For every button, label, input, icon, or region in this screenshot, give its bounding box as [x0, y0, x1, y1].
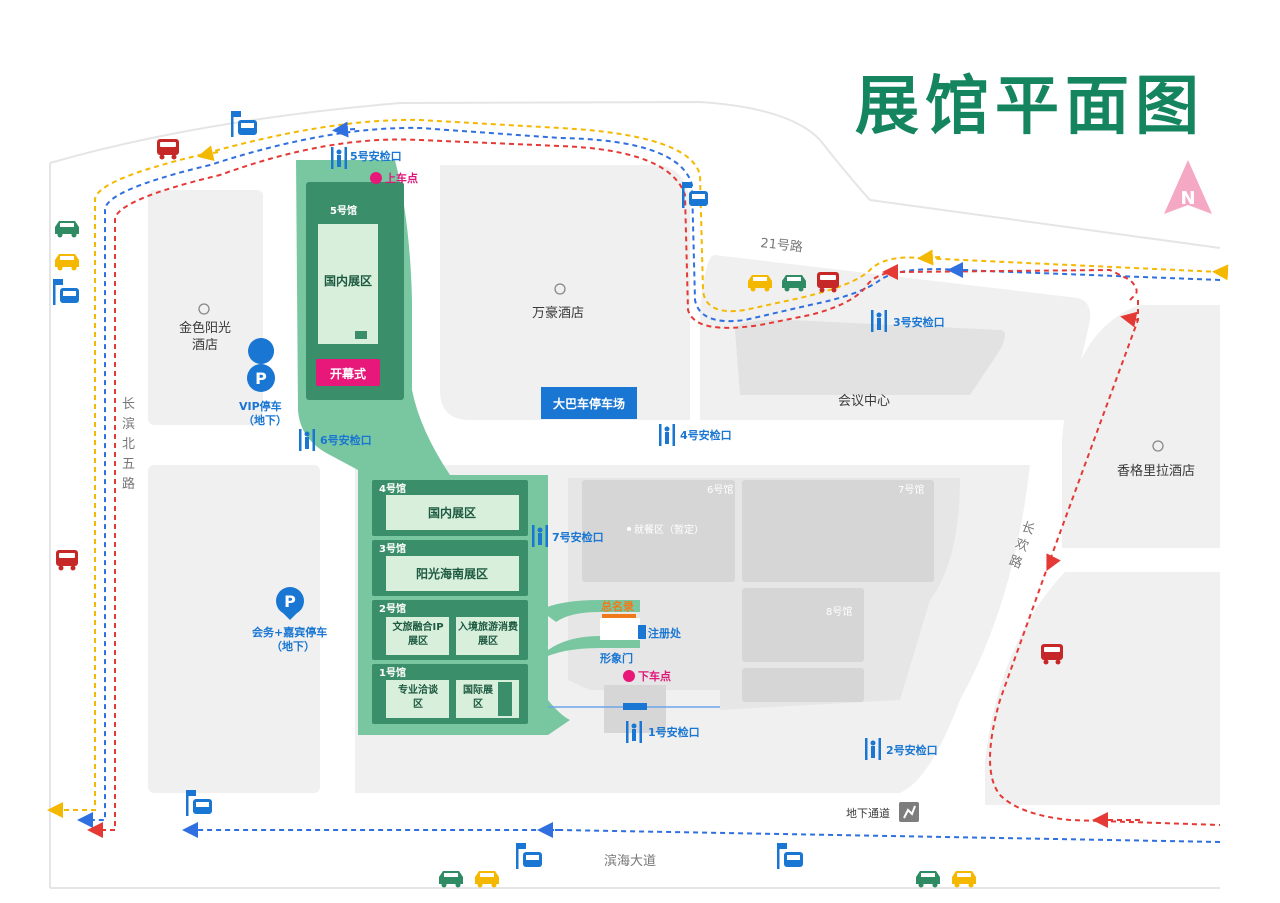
- hall-7-label: 7号馆: [898, 483, 924, 496]
- hall-6-label: 6号馆: [707, 483, 733, 496]
- checkpoint-3-label: 3号安检口: [893, 315, 945, 329]
- bus-icon: [157, 139, 179, 160]
- checkpoint-6-label: 6号安检口: [320, 433, 372, 447]
- hall-4-label: 4号馆: [379, 482, 406, 495]
- bus-stop-icon: [186, 790, 212, 816]
- road-21-label: 21号路: [760, 235, 804, 255]
- checkpoint-2[interactable]: 2号安检口: [865, 738, 938, 760]
- dropoff-label: 下车点: [638, 669, 671, 683]
- checkpoint-7[interactable]: 7号安检口: [532, 525, 604, 547]
- vip-parking-icon: P: [255, 369, 267, 388]
- dining-area-label: 就餐区（暂定）: [634, 523, 704, 536]
- hall-1-label: 1号馆: [379, 666, 406, 679]
- taxi-icon: [475, 871, 499, 888]
- image-gate-label: 形象门: [600, 651, 633, 665]
- taxi-icon: [952, 871, 976, 888]
- hotel-xianggelila-label: 香格里拉酒店: [1117, 463, 1195, 479]
- compass-north-label: N: [1180, 188, 1195, 209]
- taxi-icon: [55, 221, 79, 238]
- checkpoint-5-label: 5号安检口: [350, 149, 402, 163]
- hall-1-zone-b: 国际展区: [463, 685, 493, 710]
- vip-parking-label: VIP停车: [239, 399, 282, 413]
- underpass-label: 地下通道: [846, 806, 890, 820]
- routes: [47, 118, 1229, 843]
- vip-parking[interactable]: P VIP停车 （地下）: [239, 338, 287, 427]
- pickup-label: 上车点: [385, 171, 418, 185]
- map-title: 展馆平面图: [855, 70, 1205, 144]
- bus-parking-label: 大巴车停车场: [553, 396, 625, 411]
- hall-2-zone-b: 入境旅游消费展区: [458, 622, 518, 647]
- conference-center-label: 会议中心: [838, 394, 890, 409]
- taxi-icon: [55, 254, 79, 271]
- registration-label: 注册处: [648, 626, 682, 640]
- taxi-icon: [439, 871, 463, 888]
- checkpoint-1-label: 1号安检口: [648, 725, 700, 739]
- hotel-jinse-label: 金色阳光酒店: [178, 321, 231, 353]
- road-binhai-label: 滨海大道: [604, 853, 656, 869]
- bus-stop-icon: [777, 843, 803, 869]
- hall-1-zone-a: 专业洽谈区: [398, 685, 438, 710]
- guest-parking-label: 会务+嘉宾停车: [252, 625, 327, 639]
- compass: N: [1164, 160, 1212, 214]
- hotel-wanhao-label: 万豪酒店: [532, 305, 584, 321]
- checkpoint-2-label: 2号安检口: [886, 743, 938, 757]
- guest-parking[interactable]: P 会务+嘉宾停车 （地下）: [252, 587, 327, 653]
- dropoff-point[interactable]: 下车点: [623, 669, 671, 683]
- bus-stop-icon: [516, 843, 542, 869]
- guest-parking-icon: P: [284, 592, 296, 611]
- checkpoint-4[interactable]: 4号安检口: [659, 424, 732, 446]
- checkpoint-3[interactable]: 3号安检口: [871, 310, 945, 332]
- hall-5-label: 5号馆: [330, 204, 357, 217]
- guest-parking-sub: （地下）: [271, 639, 315, 653]
- hall-8-label: 8号馆: [826, 605, 852, 618]
- checkpoint-4-label: 4号安检口: [680, 428, 732, 442]
- checkpoint-6[interactable]: 6号安检口: [299, 429, 372, 451]
- opening-ceremony-label: 开幕式: [330, 366, 366, 381]
- bus-icon: [56, 550, 78, 571]
- taxi-icon: [916, 871, 940, 888]
- hall-5-zone: 国内展区: [324, 273, 372, 288]
- bus-stop-icon: [231, 111, 257, 137]
- vip-parking-sub: （地下）: [243, 413, 287, 427]
- hall-2-label: 2号馆: [379, 602, 406, 615]
- checkpoint-7-label: 7号安检口: [552, 530, 604, 544]
- underpass: 地下通道: [846, 802, 919, 822]
- checkpoint-1[interactable]: 1号安检口: [626, 721, 700, 743]
- main-logo-label: 总名录: [601, 599, 634, 613]
- bus-stop-icon: [53, 279, 79, 305]
- hall-2-zone-a: 文旅融合IP展区: [392, 622, 444, 647]
- hall-3-label: 3号馆: [379, 542, 406, 555]
- checkpoint-5[interactable]: 5号安检口: [331, 147, 402, 169]
- road-changbin-label: 长滨北五路: [122, 397, 136, 492]
- pickup-point[interactable]: 上车点: [370, 171, 418, 185]
- hall-3-zone: 阳光海南展区: [416, 566, 488, 581]
- hall-4-zone: 国内展区: [428, 505, 476, 520]
